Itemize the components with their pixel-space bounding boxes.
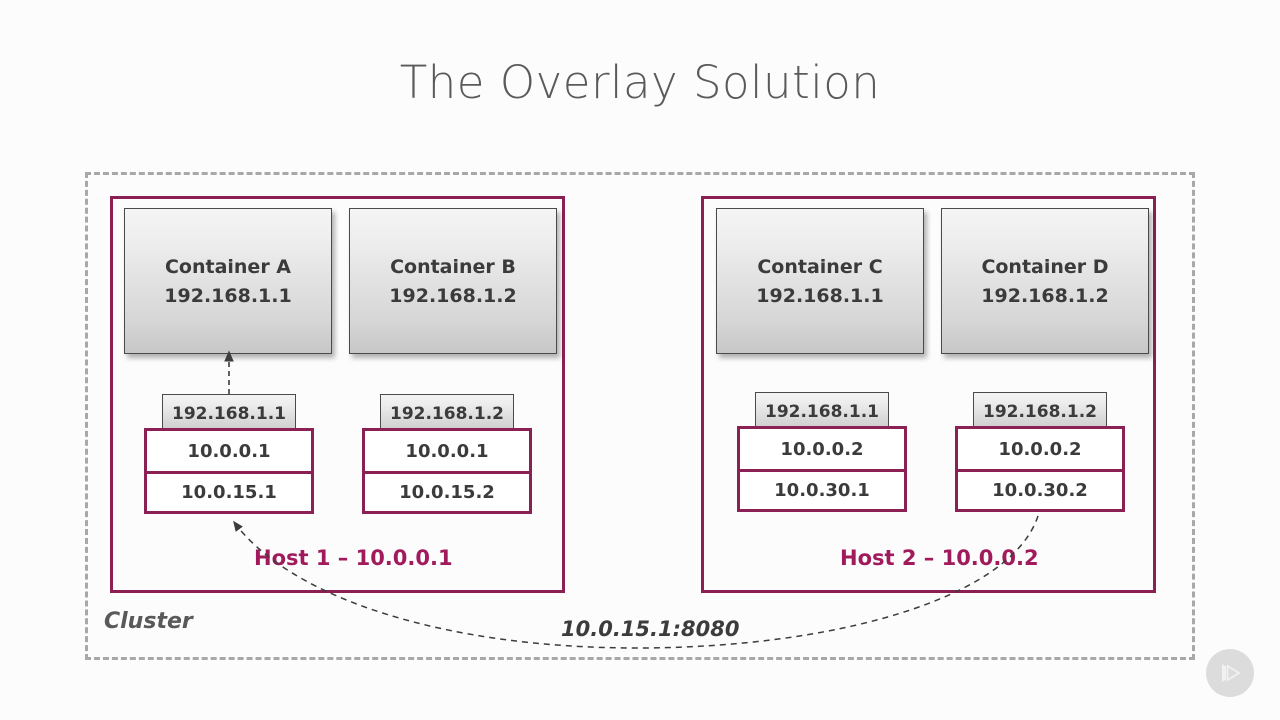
interface-body: 10.0.0.2 10.0.30.2 [955, 426, 1125, 512]
brand-watermark [1206, 649, 1254, 697]
host-label-2: Host 2 – 10.0.0.2 [840, 546, 1039, 570]
interface-host-ip: 10.0.0.2 [780, 438, 864, 460]
interface-vtep-ip: 10.0.30.1 [740, 469, 904, 509]
container-box-d: Container D 192.168.1.2 [941, 208, 1149, 354]
page-title: The Overlay Solution [399, 56, 881, 109]
interface-vtep-ip: 10.0.30.2 [958, 469, 1122, 509]
container-name: Container B [390, 255, 516, 278]
interface-overlay-ip: 192.168.1.2 [973, 392, 1107, 432]
cluster-boundary [85, 172, 1195, 660]
container-name: Container A [164, 255, 292, 278]
interface-host-ip: 10.0.0.1 [405, 440, 489, 462]
interface-overlay-ip: 192.168.1.1 [162, 394, 296, 434]
interface-body: 10.0.0.1 10.0.15.2 [362, 428, 532, 514]
interface-overlay-ip: 192.168.1.1 [755, 392, 889, 432]
interface-overlay-ip: 192.168.1.2 [380, 394, 514, 434]
tunnel-endpoint-label: 10.0.15.1:8080 [561, 617, 740, 641]
interface-vtep-ip: 10.0.15.1 [147, 471, 311, 511]
container-name: Container D [981, 255, 1109, 278]
interface-body: 10.0.0.1 10.0.15.1 [144, 428, 314, 514]
container-box-a: Container A 192.168.1.1 [124, 208, 332, 354]
container-name: Container C [757, 255, 883, 278]
container-ip: 192.168.1.2 [389, 284, 517, 307]
interface-vtep-ip: 10.0.15.2 [365, 471, 529, 511]
interface-body: 10.0.0.2 10.0.30.1 [737, 426, 907, 512]
container-ip: 192.168.1.1 [756, 284, 884, 307]
container-ip: 192.168.1.2 [981, 284, 1109, 307]
container-ip: 192.168.1.1 [164, 284, 292, 307]
container-box-b: Container B 192.168.1.2 [349, 208, 557, 354]
cluster-label: Cluster [104, 609, 193, 634]
container-box-c: Container C 192.168.1.1 [716, 208, 924, 354]
host-label-1: Host 1 – 10.0.0.1 [254, 546, 453, 570]
interface-host-ip: 10.0.0.2 [998, 438, 1082, 460]
interface-host-ip: 10.0.0.1 [187, 440, 271, 462]
play-triangle-logo-icon [1222, 664, 1241, 682]
